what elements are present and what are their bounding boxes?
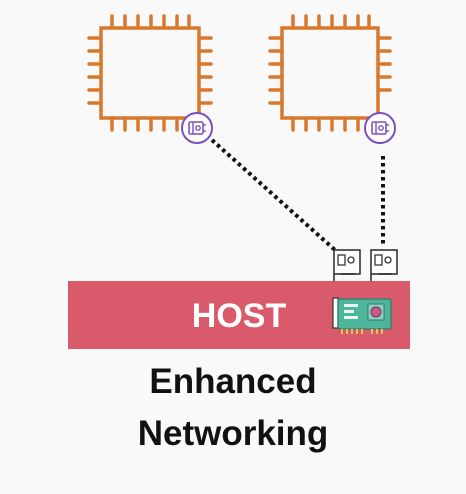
left-port-icon <box>333 249 361 282</box>
left-vnic-icon <box>181 112 213 144</box>
right-port-icon <box>370 249 398 282</box>
host-label: HOST <box>192 297 287 335</box>
left-instance-chip-icon <box>87 14 213 132</box>
right-instance-chip-icon <box>268 14 392 132</box>
caption-line-1: Enhanced <box>149 362 317 401</box>
left-dotted-link <box>210 138 337 252</box>
right-vnic-icon <box>364 112 396 144</box>
physical-network-card-icon <box>332 297 392 334</box>
caption-line-2: Networking <box>137 414 329 453</box>
